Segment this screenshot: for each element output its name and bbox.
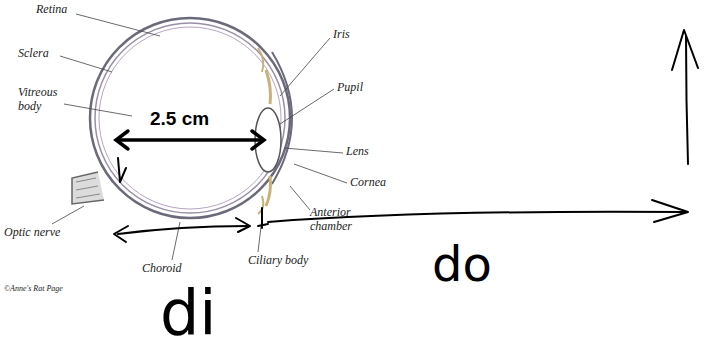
leader-line <box>52 206 84 224</box>
optic-nerve-hatch <box>76 178 100 198</box>
hand-arrow <box>118 226 248 234</box>
leader-line <box>64 104 132 116</box>
part-label: Pupil <box>337 81 363 95</box>
hand-mark <box>258 208 268 228</box>
hand-mark <box>118 158 126 182</box>
handwritten-label: do <box>432 240 492 288</box>
leader-line <box>76 14 160 36</box>
iris <box>266 176 271 206</box>
part-label: Ciliary body <box>248 254 308 268</box>
iris <box>266 70 271 104</box>
leader-line <box>280 38 330 96</box>
ciliary-body <box>258 48 263 72</box>
choroid-outline <box>95 23 285 213</box>
part-label: Anterior chamber <box>310 206 372 234</box>
part-label: Vitreous body <box>18 86 76 114</box>
leader-line <box>284 148 343 153</box>
part-label: Lens <box>346 145 369 159</box>
leader-line <box>290 186 310 210</box>
arrowhead <box>114 226 128 242</box>
handwritten-label: di <box>160 282 217 344</box>
arrowhead <box>236 218 250 232</box>
leader-line <box>280 89 334 124</box>
dimension-label: 2.5 cm <box>150 108 209 130</box>
part-label: Cornea <box>350 176 386 190</box>
leader-line <box>60 56 112 72</box>
part-label: Retina <box>36 3 67 17</box>
object-arrow <box>686 36 688 164</box>
sclera-outline <box>90 18 290 218</box>
leader-line <box>294 164 347 183</box>
arrowhead <box>252 131 264 149</box>
part-label: Choroid <box>142 262 182 276</box>
arrowhead <box>672 30 698 70</box>
arrowhead <box>652 200 688 222</box>
copyright-note: ©Anne's Rat Page <box>4 284 63 293</box>
part-label: Optic nerve <box>4 226 60 240</box>
optic-nerve <box>72 172 104 204</box>
part-label: Sclera <box>18 47 49 61</box>
arrowhead <box>116 131 128 149</box>
dimension-arrow <box>118 138 262 142</box>
retina-outline <box>99 27 281 209</box>
part-label: Iris <box>333 28 350 42</box>
